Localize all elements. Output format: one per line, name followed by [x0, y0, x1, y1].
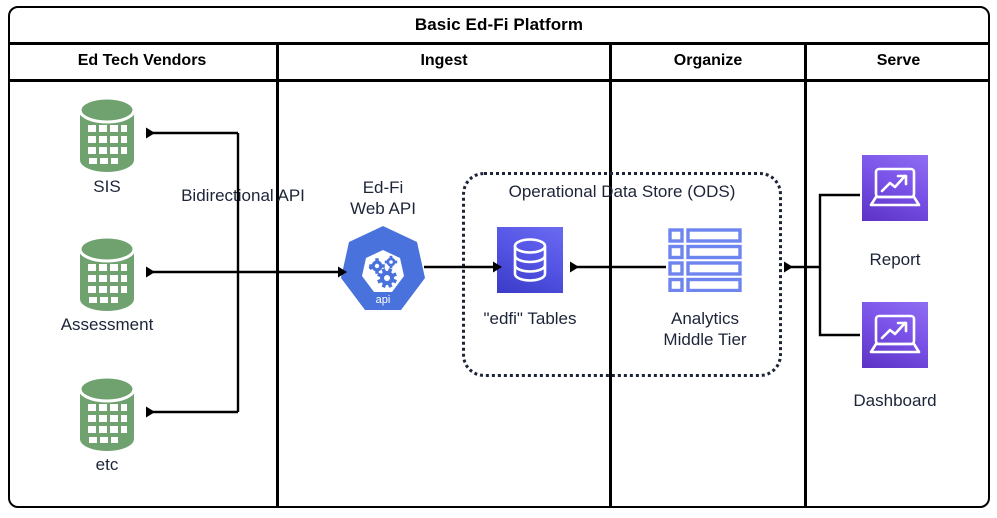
node-label-etc: etc [95, 455, 119, 474]
database-tile-icon-edfi [497, 227, 563, 293]
table-rows-icon-amt [668, 228, 742, 293]
divider-col-1 [276, 42, 279, 508]
laptop-chart-icon-dashboard [862, 302, 928, 368]
column-header-serve: Serve [876, 52, 921, 69]
kubernetes-api-hexagon-icon: api [337, 224, 429, 316]
database-cylinder-icon-sis [78, 96, 136, 173]
column-header-vendors: Ed Tech Vendors [77, 52, 207, 69]
divider-title-bottom [8, 42, 990, 45]
page-title: Basic Ed-Fi Platform [414, 14, 584, 34]
node-label-amt: Analytics Middle Tier [663, 309, 747, 349]
column-header-ingest: Ingest [420, 52, 468, 69]
node-label-assessment: Assessment [60, 315, 154, 334]
node-label-dashboard: Dashboard [853, 391, 937, 410]
database-cylinder-icon-assessment [78, 235, 136, 312]
group-label-ods: Operational Data Store (ODS) [508, 182, 736, 201]
column-header-organize: Organize [673, 52, 743, 69]
node-label-edfi-tables: "edfi" Tables [483, 309, 577, 328]
divider-header-bottom [8, 79, 990, 82]
divider-col-2 [609, 42, 612, 508]
node-label-webapi: Ed-Fi Web API [350, 178, 416, 218]
divider-col-3 [804, 42, 807, 508]
api-badge-text: api [376, 294, 391, 306]
database-cylinder-icon-etc [78, 375, 136, 452]
node-label-report: Report [869, 250, 921, 269]
node-label-sis: SIS [93, 177, 121, 196]
group-ods [462, 172, 782, 377]
laptop-chart-icon-report [862, 155, 928, 221]
edge-label-bidirectional-api: Bidirectional API [181, 186, 305, 205]
